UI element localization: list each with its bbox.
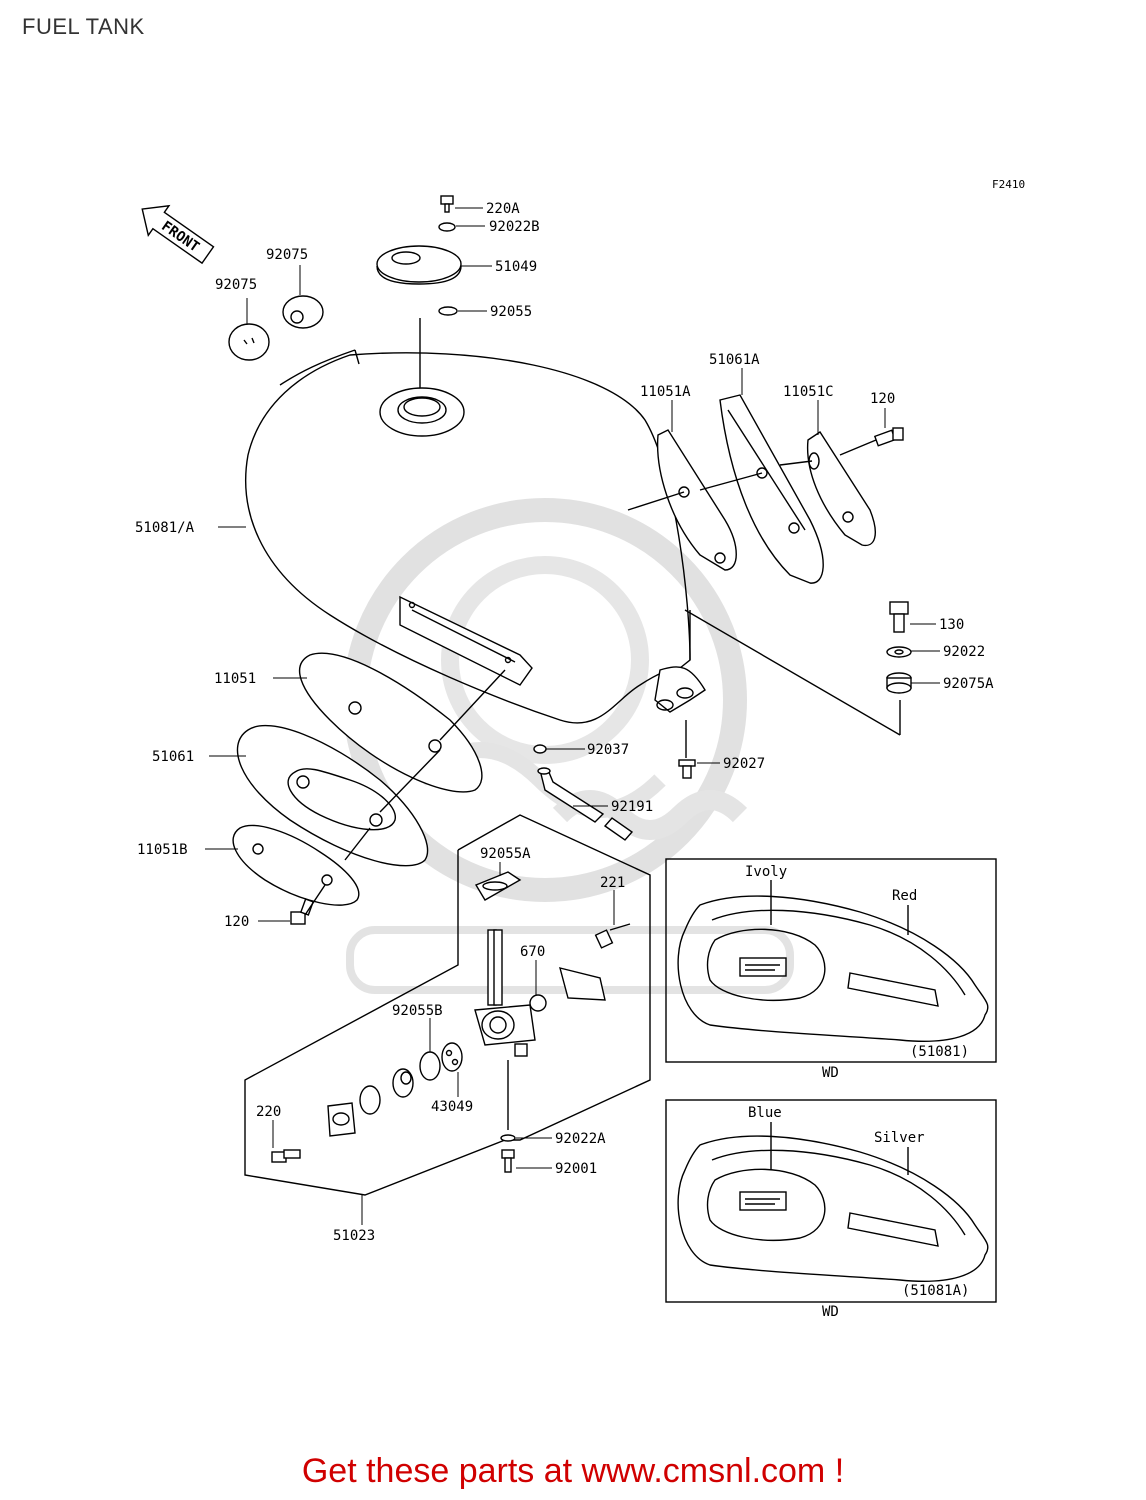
rubber-cushion-92075 [228,295,324,361]
inset2-part-ref: (51081A) [902,1283,969,1299]
part-label: 92075 [266,247,308,263]
part-label: 92075 [215,277,257,293]
part-label: 220A [486,201,520,217]
part-label: 11051C [783,384,834,400]
part-label: 221 [600,875,625,891]
part-label: 120 [870,391,895,407]
inset1-caption: WD [822,1065,839,1081]
part-label: 670 [520,944,545,960]
part-label: 92191 [611,799,653,815]
part-label: 92001 [555,1161,597,1177]
part-label: 51061A [709,352,760,368]
fuel-hose [533,744,634,841]
inset2-color-right: Silver [874,1130,925,1146]
part-label: 92075A [943,676,994,692]
part-label: 51081/A [135,520,195,536]
color-inset-51081A: Blue Silver (51081A) WD [665,1099,997,1320]
emblem-left-set [232,652,506,925]
part-label: 92022A [555,1131,606,1147]
fuel-tap-assembly [244,814,651,1196]
part-label: 92055A [480,846,531,862]
page-title: FUEL TANK [22,14,145,39]
part-label: 11051B [137,842,188,858]
part-label: 130 [939,617,964,633]
part-label: 51023 [333,1228,375,1244]
inset1-color-right: Red [892,888,917,904]
part-label: 92055 [490,304,532,320]
leader-lines [205,207,940,1225]
part-label: 51049 [495,259,537,275]
inset2-color-left: Blue [748,1105,782,1121]
inset1-part-ref: (51081) [910,1044,969,1060]
part-label: 11051 [214,671,256,687]
fuel-tank-body [245,349,706,724]
part-label: 92022 [943,644,985,660]
part-label: 51061 [152,749,194,765]
figure-code: F2410 [992,178,1026,191]
part-label: 92027 [723,756,765,772]
filler-cap-group [376,195,465,437]
front-arrow-icon: FRONT [141,204,215,265]
inset2-caption: WD [822,1304,839,1320]
emblem-right-set [627,394,904,584]
part-label: 43049 [431,1099,473,1115]
color-inset-51081: Ivoly Red (51081) WD [665,858,997,1081]
footer-link[interactable]: Get these parts at www.cmsnl.com ! [301,1452,845,1490]
part-label: 92037 [587,742,629,758]
part-labels: 220A 92022B 51049 92055 92075 92075 5106… [135,201,994,1244]
part-label: 11051A [640,384,691,400]
part-label: 220 [256,1104,281,1120]
part-label: 92055B [392,1003,443,1019]
part-label: 92022B [489,219,540,235]
inset1-color-left: Ivoly [745,864,787,880]
part-label: 120 [224,914,249,930]
mount-hardware [678,601,912,779]
